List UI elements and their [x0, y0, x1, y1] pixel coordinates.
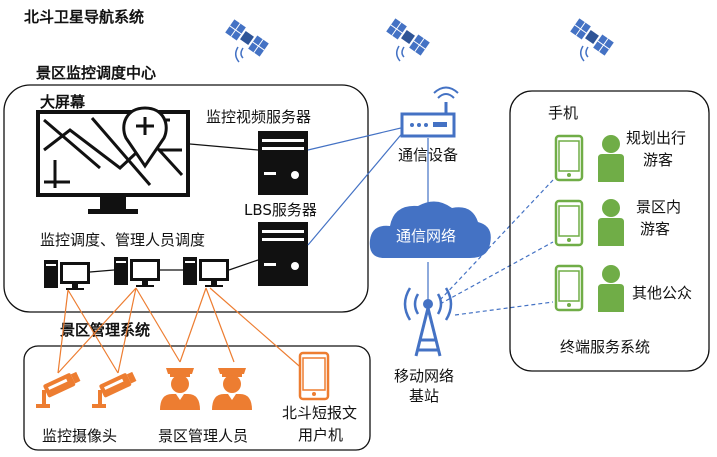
control-center-box: [3, 84, 369, 313]
management-system-box: [23, 345, 371, 451]
server-icon: [258, 222, 308, 286]
dispatch-staff-label: 监控调度、管理人员调度: [40, 231, 205, 249]
person-icon: [212, 368, 252, 410]
map-pin-icon: [122, 106, 168, 169]
phone-icon: [554, 264, 584, 312]
user1-label-line2: 游客: [643, 151, 673, 169]
cameras-label: 监控摄像头: [42, 427, 117, 445]
user2-label-line1: 景区内: [636, 198, 681, 216]
lbs-server-label: LBS服务器: [244, 201, 317, 219]
satellite-icon: [385, 17, 431, 62]
camera-icon: [92, 370, 138, 408]
control-center-title: 景区监控调度中心: [36, 64, 156, 82]
wireless-links: [439, 179, 554, 316]
person-icon: [598, 265, 624, 312]
network-links: [307, 126, 429, 300]
terminal-system-title: 终端服务系统: [560, 338, 650, 356]
person-icon: [598, 199, 624, 246]
base-station-label-line1: 移动网络: [394, 367, 454, 385]
video-server-label: 监控视频服务器: [206, 108, 311, 126]
internal-links: [89, 143, 259, 273]
computer-icon: [114, 257, 160, 287]
person-icon: [598, 135, 624, 182]
computer-icon: [183, 257, 229, 287]
user3-label: 其他公众: [632, 284, 692, 302]
user1-label-line1: 规划出行: [626, 129, 686, 147]
camera-icon: [36, 370, 82, 408]
management-system-title: 景区管理系统: [60, 321, 150, 339]
satellite-system-title: 北斗卫星导航系统: [24, 8, 144, 26]
terminal-system-box: [509, 90, 710, 372]
satellite-icon: [569, 17, 615, 62]
phone-label: 手机: [548, 104, 578, 122]
server-icon: [258, 131, 308, 195]
management-links: [57, 287, 307, 374]
cloud-icon: [369, 201, 491, 258]
base-station-label-line2: 基站: [409, 387, 439, 405]
comm-network-label: 通信网络: [396, 227, 456, 245]
big-screen-label: 大屏幕: [40, 93, 86, 111]
person-icon: [160, 368, 200, 410]
computer-icon: [44, 260, 90, 290]
antenna-tower-icon: [403, 287, 453, 357]
big-screen-icon: [36, 110, 190, 214]
user2-label-line2: 游客: [640, 220, 670, 238]
router-icon: [400, 86, 459, 138]
sms-terminal-label-line1: 北斗短报文: [282, 404, 357, 422]
phone-icon: [554, 134, 584, 182]
phone-icon: [554, 199, 584, 247]
sms-terminal-label-line2: 用户机: [298, 426, 343, 444]
phone-icon: [298, 351, 330, 401]
staff-label: 景区管理人员: [158, 427, 248, 445]
satellite-icon: [224, 18, 270, 63]
comm-device-label: 通信设备: [398, 146, 458, 164]
